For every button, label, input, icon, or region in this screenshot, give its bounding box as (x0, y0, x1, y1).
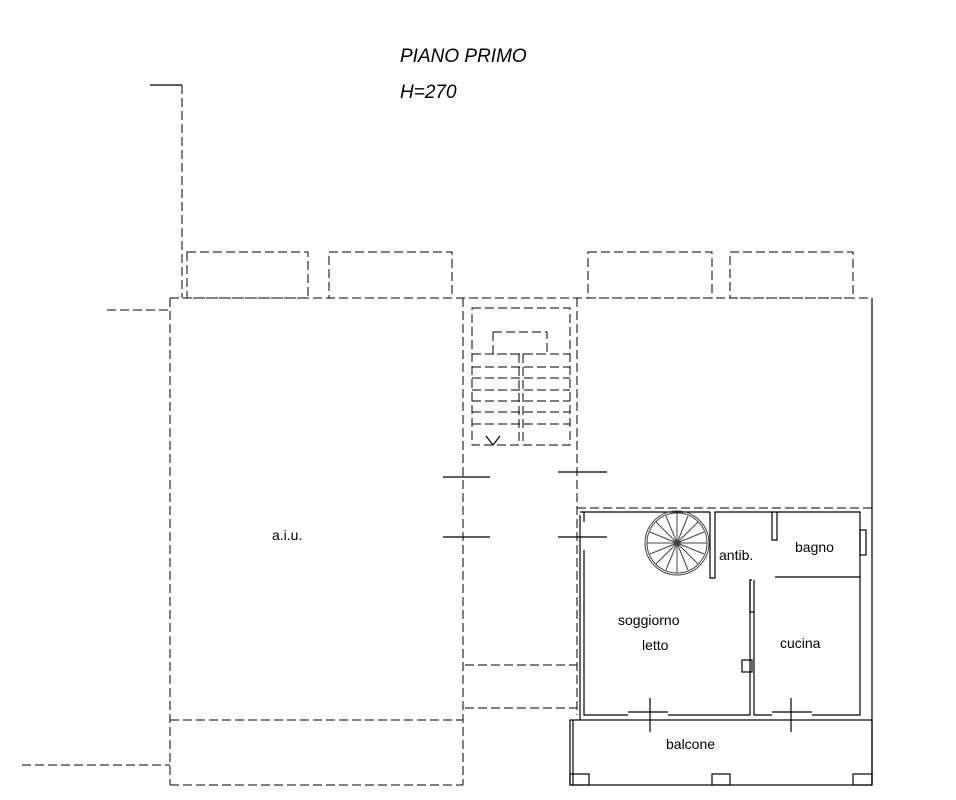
spiral-staircase (644, 510, 710, 576)
room-label-soggiorno: soggiorno (618, 612, 680, 628)
section-marks (443, 471, 607, 538)
room-label-bagno: bagno (795, 539, 834, 555)
room-label-aiu: a.i.u. (272, 527, 302, 543)
room-label-cucina: cucina (780, 635, 821, 651)
room-label-letto: letto (642, 637, 669, 653)
stair-dashed (471, 307, 571, 446)
plan-title: PIANO PRIMO (400, 46, 527, 67)
room-label-antib: antib. (719, 547, 753, 563)
apartment-walls (579, 511, 867, 732)
balcony (569, 719, 873, 786)
plan-height: H=270 (400, 82, 457, 103)
existing-outline-dashed (22, 84, 873, 786)
room-label-balcone: balcone (666, 736, 715, 752)
